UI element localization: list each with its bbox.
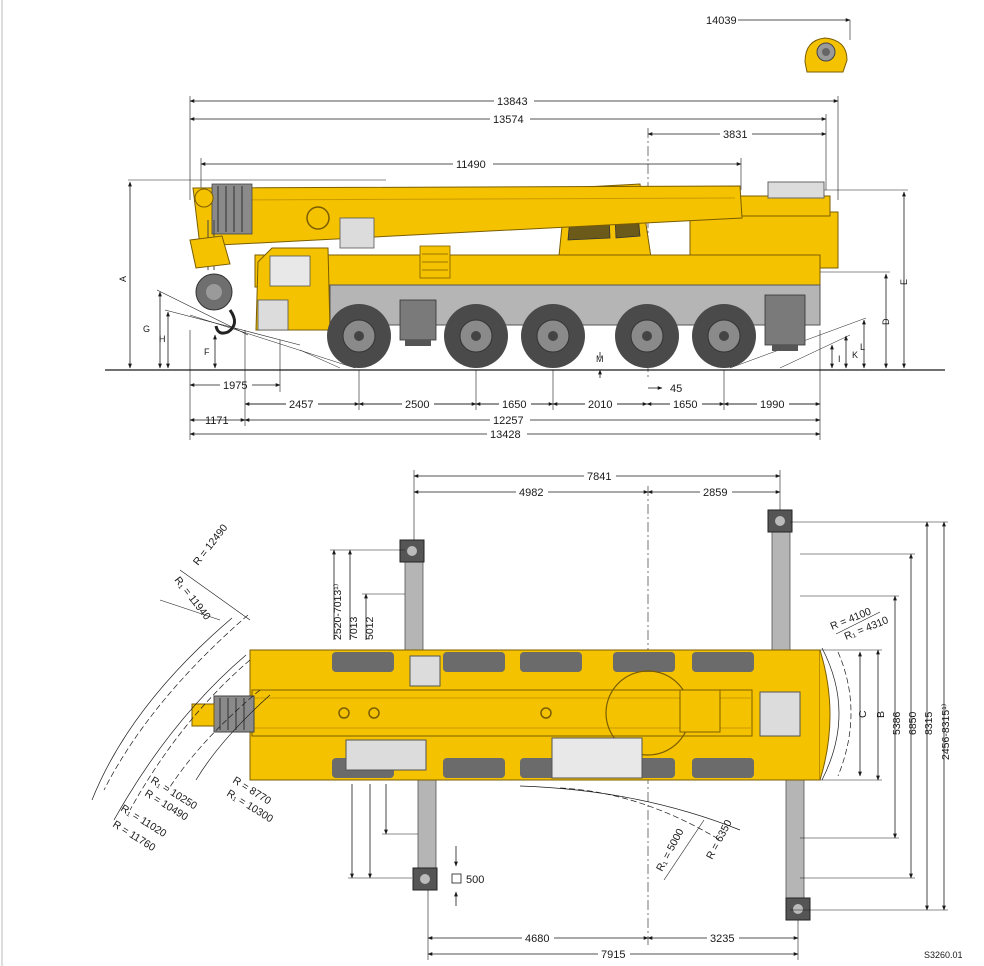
dim-7841: 7841: [587, 471, 611, 483]
wheels-side: [327, 304, 756, 368]
dim-14039: 14039: [706, 15, 737, 27]
dim-1650b: 1650: [673, 399, 697, 411]
label-G: G: [143, 324, 150, 334]
label-M: M: [596, 354, 604, 364]
dim-5386: 5386: [891, 711, 903, 735]
label-L: L: [860, 342, 865, 352]
top-view: 7841 4982 2859: [91, 469, 963, 961]
dim-3831: 3831: [723, 129, 747, 141]
label-E: E: [899, 279, 909, 285]
label-H: H: [159, 334, 166, 344]
label-I: I: [838, 354, 841, 364]
radius-6350: R = 6350: [704, 818, 735, 862]
dim-45: 45: [670, 383, 682, 395]
dim-B: B: [875, 711, 887, 718]
dim-2456-8315: 2456-8315¹⁾: [940, 703, 952, 760]
dim-7013: 7013: [348, 616, 360, 640]
dim-8315: 8315: [923, 711, 935, 735]
crane-top: [191, 649, 831, 781]
dim-2010: 2010: [588, 399, 612, 411]
dim-1171: 1171: [205, 415, 229, 427]
dim-13843: 13843: [497, 96, 528, 108]
radius-11940: R₁ = 11940: [172, 574, 213, 622]
dim-1650a: 1650: [502, 399, 526, 411]
dim-2520-7013: 2520-7013¹⁾: [332, 583, 344, 640]
dim-2500: 2500: [405, 399, 429, 411]
dim-C: C: [857, 710, 869, 718]
dim-6850: 6850: [907, 711, 919, 735]
radius-12490: R = 12490: [191, 522, 231, 568]
dim-13428: 13428: [490, 429, 521, 441]
side-view: 14039 13843 13574 3831 11490 A G: [105, 15, 945, 441]
dim-7915: 7915: [601, 949, 625, 961]
dim-2457: 2457: [289, 399, 313, 411]
dim-4680: 4680: [525, 933, 549, 945]
label-D: D: [881, 318, 891, 325]
dim-500: 500: [466, 874, 484, 886]
dim-12257: 12257: [493, 415, 524, 427]
dim-1975: 1975: [223, 380, 247, 392]
dim-1990: 1990: [760, 399, 784, 411]
hook-block-icon: [804, 37, 848, 73]
dim-4982: 4982: [519, 487, 543, 499]
label-K: K: [852, 350, 858, 360]
dim-3235: 3235: [710, 933, 734, 945]
dim-11490: 11490: [456, 159, 486, 171]
dim-2859: 2859: [703, 487, 727, 499]
radius-5000: R₁ = 5000: [654, 827, 686, 874]
swing-radii-left: [91, 569, 271, 821]
label-F: F: [204, 347, 210, 357]
drawing-ref: S3260.01: [924, 950, 963, 960]
label-A: A: [118, 276, 128, 282]
crane-side: [189, 181, 839, 351]
outriggers-top: [399, 509, 811, 921]
dim-13574: 13574: [493, 114, 524, 126]
dim-5012: 5012: [364, 616, 376, 640]
